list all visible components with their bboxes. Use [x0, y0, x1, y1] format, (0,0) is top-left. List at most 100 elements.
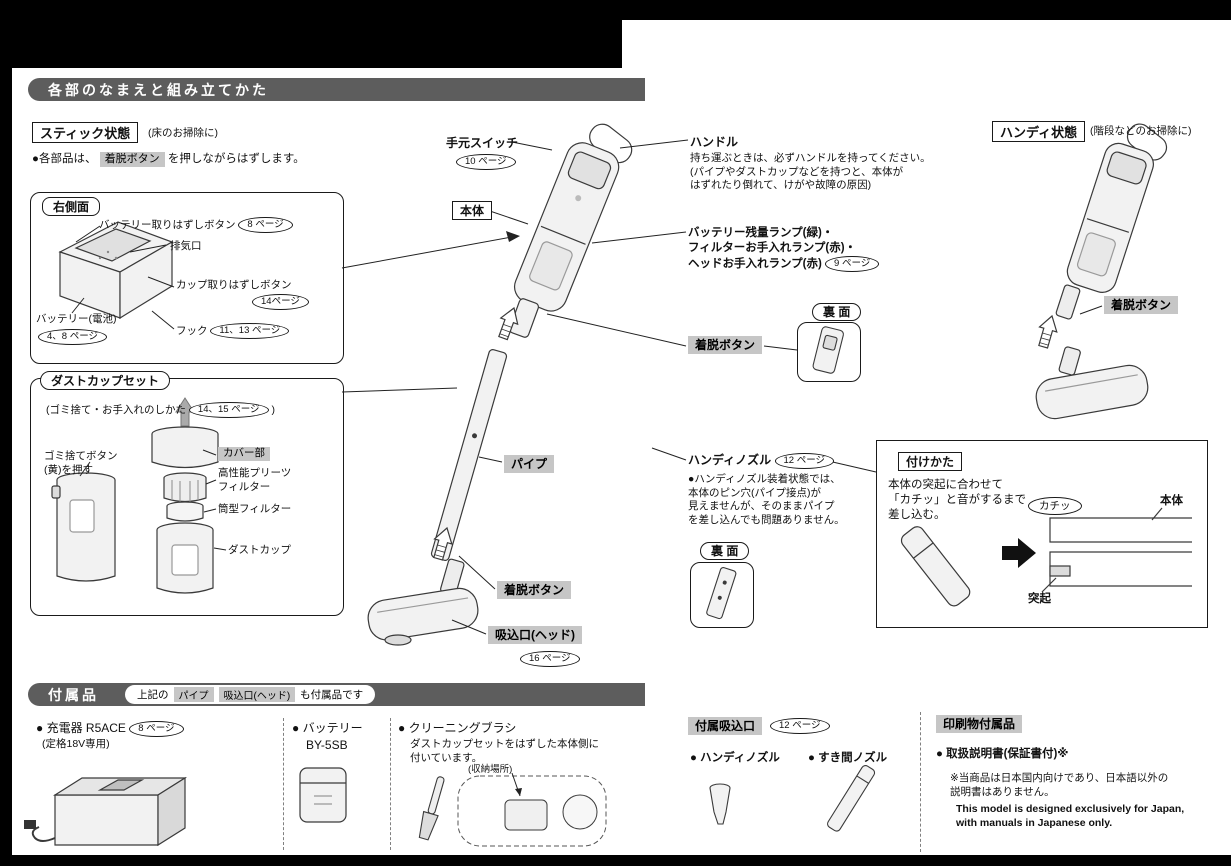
handle-note-line1: 持ち運ぶときは、必ずハンドルを持ってください。: [690, 152, 931, 164]
head-page-row: 16 ページ: [520, 650, 580, 668]
lamp-line3-text: ヘッドお手入れランプ(赤): [688, 258, 822, 271]
brush-note-line2: 付いています。: [410, 751, 483, 764]
head-label: 吸込口(ヘッド): [488, 626, 582, 644]
handy-nozzle-illustration: [709, 783, 731, 825]
accessories-bar-prefix: 上記の: [137, 689, 169, 701]
inlet-title: 付属吸込口: [688, 717, 763, 735]
inlet-crevice-label: ● すき間ノズル: [808, 752, 888, 764]
parts-section-header: 各部のなまえと組み立てかた: [28, 78, 645, 101]
pleat-filter-line2: フィルター: [218, 480, 271, 493]
manual-note: ※当商品は日本国内向けであり、日本語以外の 説明書はありません。: [950, 772, 1168, 799]
attach-box: [876, 440, 1208, 628]
hand-switch-page-row: 10 ページ: [456, 153, 516, 171]
handy-release-label: 着脱ボタン: [1104, 296, 1179, 314]
manual-label: ● 取扱説明書(保証書付)※: [936, 748, 1069, 760]
charger-note: (定格18V専用): [42, 738, 110, 750]
cup-release-page-row: 14ページ: [252, 293, 309, 311]
attach-instructions: 本体の突起に合わせて 「カチッ」と音がするまで 差し込む。: [888, 478, 1026, 523]
print-title: 印刷物付属品: [936, 715, 1023, 733]
hook-label: フック 11、13 ページ: [176, 323, 290, 339]
battery-acc-label: ● バッテリー: [292, 721, 363, 735]
manual-english-line1: This model is designed exclusively for J…: [956, 803, 1185, 815]
back-face-box-2: [690, 562, 754, 628]
back-face-label-2: 裏 面: [700, 542, 750, 560]
handy-nozzle-note-line4: を差し込んでも問題ありません。: [688, 513, 845, 526]
divider-2: [390, 718, 391, 850]
attach-line1: 本体の突起に合わせて: [888, 479, 1003, 491]
charger-page: 8 ページ: [129, 720, 184, 737]
pipe-label: パイプ: [504, 455, 555, 473]
battery-page: 4、8 ページ: [38, 328, 108, 345]
hook-text: フック: [176, 324, 208, 337]
manual-english-line2: with manuals in Japanese only.: [956, 816, 1113, 829]
battery-release-label: バッテリー取りはずしボタン 8 ページ: [99, 217, 293, 233]
trash-button-line2: (黄)を押す: [44, 463, 93, 476]
pipe-back-illustration: [706, 567, 737, 620]
brush-storage-label: (収納場所): [468, 764, 513, 775]
cylinder-filter-label: 筒型フィルター: [218, 503, 292, 515]
right-side-box: [30, 192, 344, 364]
lamp-line3: ヘッドお手入れランプ(赤) 9 ページ: [688, 256, 880, 272]
crevice-nozzle-illustration: [827, 765, 876, 832]
dust-cup-note: (ゴミ捨て・お手入れのしかた 14、15 ページ ): [46, 402, 275, 418]
dust-cup-note-prefix: (ゴミ捨て・お手入れのしかた: [46, 403, 186, 416]
battery-page-row: 4、8 ページ: [38, 328, 108, 346]
handy-state-title: ハンディ状態: [992, 121, 1086, 142]
intro-release-button-label: 着脱ボタン: [99, 152, 165, 167]
brush-storage-illustration: [457, 772, 607, 847]
attach-line3: 差し込む。: [888, 509, 946, 521]
body-pointer-arrowhead: [506, 231, 520, 242]
hand-switch-page: 10 ページ: [456, 153, 516, 170]
manual-note-line2: 説明書はありません。: [950, 785, 1055, 798]
dust-cup-box: [30, 378, 344, 616]
dust-cup-title: ダストカップセット: [40, 371, 171, 390]
body-back-illustration: [812, 326, 844, 374]
click-sound-label: カチッ: [1028, 497, 1082, 515]
release-center-label: 着脱ボタン: [497, 581, 572, 599]
cup-release-page: 14ページ: [252, 293, 309, 310]
handy-nozzle-page: 12 ページ: [774, 452, 835, 469]
trash-cup-illustration: [51, 472, 116, 582]
back-face-label-1: 裏 面: [812, 303, 862, 321]
accessories-bar-suffix: も付属品です: [300, 689, 364, 701]
intro-line: ●各部品は、 着脱ボタン を押しながらはずします。: [32, 152, 305, 167]
page-title: 各部のなまえと組み立てかた: [48, 81, 269, 98]
handle-note: 持ち運ぶときは、必ずハンドルを持ってください。 (パイプやダストカップなどを持つ…: [690, 152, 931, 193]
dust-cup-cover-illustration: [151, 426, 219, 594]
charger-label: ● 充電器 R5ACE 8 ページ: [36, 720, 184, 737]
attach-title: 付けかた: [898, 452, 963, 471]
stick-state-subtitle: (床のお掃除に): [148, 127, 218, 139]
cup-release-label: カップ取りはずしボタン: [176, 279, 292, 291]
handy-body-illustration: [1055, 123, 1168, 320]
handy-nozzle-label: ハンディノズル 12 ページ: [688, 452, 835, 469]
trash-button-label: ゴミ捨てボタン (黄)を押す: [44, 450, 118, 477]
pleat-filter-label: 高性能プリーツ フィルター: [218, 467, 291, 494]
inlet-page: 12 ページ: [770, 718, 830, 734]
handy-nozzle-note-line3: 見えませんが、そのままパイプ: [688, 500, 835, 512]
pleat-filter-line1: 高性能プリーツ: [218, 467, 292, 479]
attach-line2: 「カチッ」と音がするまで: [888, 494, 1026, 506]
page-background-top-right: [622, 20, 1231, 68]
accessories-bar-head: 吸込口(ヘッド): [218, 687, 296, 702]
brush-illustration: [418, 776, 445, 841]
handy-nozzle-text: ハンディノズル: [688, 453, 772, 467]
battery-release-page: 8 ページ: [238, 217, 293, 233]
accessories-bar-note: 上記の パイプ 吸込口(ヘッド) も付属品です: [125, 685, 376, 704]
brush-note: ダストカップセットをはずした本体側に 付いています。: [410, 738, 599, 765]
battery-compartment-illustration: [58, 221, 174, 320]
dust-cup-label: ダストカップ: [228, 544, 291, 556]
handy-head-illustration: [1035, 346, 1149, 420]
handy-state-subtitle: (階段などのお掃除に): [1090, 125, 1192, 137]
handy-release-arrow: [1033, 312, 1062, 350]
attach-illustration: [900, 507, 1192, 607]
cover-label: カバー部: [218, 447, 270, 461]
body-label: 本体: [452, 201, 493, 220]
handy-nozzle-note-line1: ●ハンディノズル装着状態では、: [688, 473, 841, 485]
inlet-title-row: 付属吸込口 12 ページ: [688, 717, 830, 735]
dust-cup-note-suffix: ): [271, 403, 275, 416]
head-illustration: [367, 558, 479, 646]
dust-cup-note-page: 14、15 ページ: [188, 402, 269, 418]
battery-model-label: BY-5SB: [306, 738, 348, 752]
